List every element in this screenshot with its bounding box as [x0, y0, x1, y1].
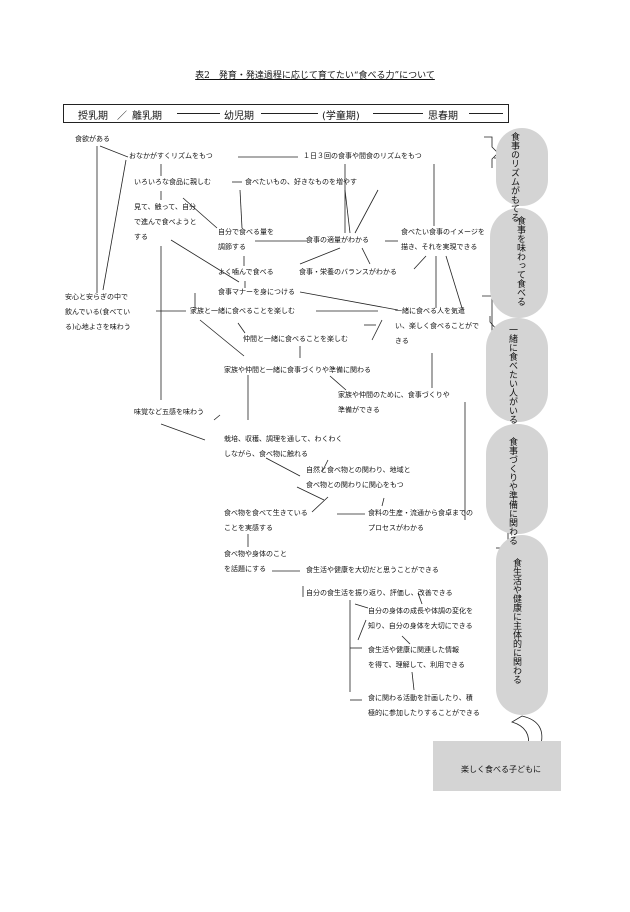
goal-pill-cooking [486, 424, 548, 534]
stage-slash: ／ [117, 111, 127, 122]
node-cooking-together: 家族や仲間と一緒に食事づくりや準備に関わる [224, 366, 371, 374]
goal-taste-label: 食事を味わって食べる [515, 216, 525, 306]
goal-health-label: 食生活や健康に主体的に関わる [511, 558, 521, 684]
node-chew-well: よく噛んで食べる [218, 268, 274, 276]
final-goal-label: 楽しく食べる子どもに [461, 765, 541, 774]
node-hunger-rhythm: おなかがすくリズムをもつ [129, 152, 213, 160]
node-table-manners: 食事マナーを身につける [218, 288, 295, 296]
node-cook-for-others: 家族や仲間のために、食事づくりや 準備ができる [338, 391, 450, 414]
goal-rhythm-label: 食事のリズムがもてる [509, 132, 519, 222]
goal-pill-rhythm [496, 128, 548, 206]
goal-pill-health [496, 535, 548, 715]
stage-nyuji: 授乳期 [78, 111, 108, 122]
stage-yoji: 幼児期 [224, 111, 254, 122]
node-daily-meal-rhythm: １日３回の食事や間食のリズムをもつ [303, 152, 422, 160]
node-food-supply-process: 食料の生産・流通から食卓までの プロセスがわかる [368, 509, 473, 532]
node-family-meal: 家族と一緒に食べることを楽しむ [190, 307, 295, 315]
stage-shishun: 思春期 [428, 111, 458, 122]
stage-arrow-line [261, 113, 318, 114]
page-title: 表2 発育・発達過程に応じて育てたい“食べる力”について [195, 71, 435, 81]
node-plan-activities: 食に関わる活動を計画したり、積 極的に参加したりすることができる [368, 694, 480, 717]
node-nature-region: 自然と食べ物との関わり、地域と 食べ物との関わりに関心をもつ [306, 466, 411, 489]
node-various-foods: いろいろな食品に親しむ [134, 178, 211, 186]
node-proper-amount: 食事の適量がわかる [306, 236, 369, 244]
node-talk-food-body: 食べ物や身体のこと を話題にする [224, 550, 287, 573]
stage-header-box [63, 104, 509, 123]
final-goal-box [433, 741, 561, 791]
node-grow-harvest-cook: 栽培、収穫、調理を通して、わくわく しながら、食べ物に触れる [224, 435, 343, 458]
node-considerate-eating: 一緒に食べる人を気遣 い、楽しく食べることがで きる [395, 307, 479, 345]
node-body-care: 自分の身体の成長や体調の変化を 知り、自分の身体を大切にできる [368, 607, 473, 630]
node-meal-image: 食べたい食事のイメージを 描き、それを実現できる [401, 228, 485, 251]
node-eat-to-live: 食べ物を食べて生きている ことを実感する [224, 509, 308, 532]
node-five-senses: 味覚など五感を味わう [134, 408, 204, 416]
goal-pill-taste [490, 208, 548, 318]
node-friends-meal: 仲間と一緒に食べることを楽しむ [243, 335, 348, 343]
goal-pill-together [486, 318, 548, 422]
stage-arrow-line [469, 113, 503, 114]
goal-cooking-label: 食事づくりや準備に関わる [507, 437, 517, 545]
node-reflect-improve: 自分の食生活を振り返り、評価し、改善できる [306, 589, 453, 597]
node-favorite-foods: 食べたいもの、好きなものを増やす [245, 178, 357, 186]
node-self-amount: 自分で食べる量を 調節する [218, 228, 274, 251]
node-comfort: 安心と安らぎの中で 飲んでいる(食べてい る)心地よさを味わう [65, 293, 131, 331]
node-nutrition-balance: 食事・栄養のバランスがわかる [299, 268, 397, 276]
goal-together-label: 一緒に食べたい人がいる [507, 325, 517, 424]
node-value-health: 食生活や健康を大切だと思うことができる [306, 566, 439, 574]
node-appetite: 食欲がある [75, 135, 110, 143]
node-touch-and-eat: 見て、触って、自分 で進んで食べようと する [134, 203, 197, 241]
stage-rinyu: 離乳期 [132, 111, 162, 122]
stage-gakudo: (学童期) [322, 111, 360, 122]
node-health-info: 食生活や健康に関連した情報 を得て、理解して、利用できる [368, 646, 465, 669]
stage-arrow-line [373, 113, 423, 114]
stage-arrow-line [177, 113, 220, 114]
